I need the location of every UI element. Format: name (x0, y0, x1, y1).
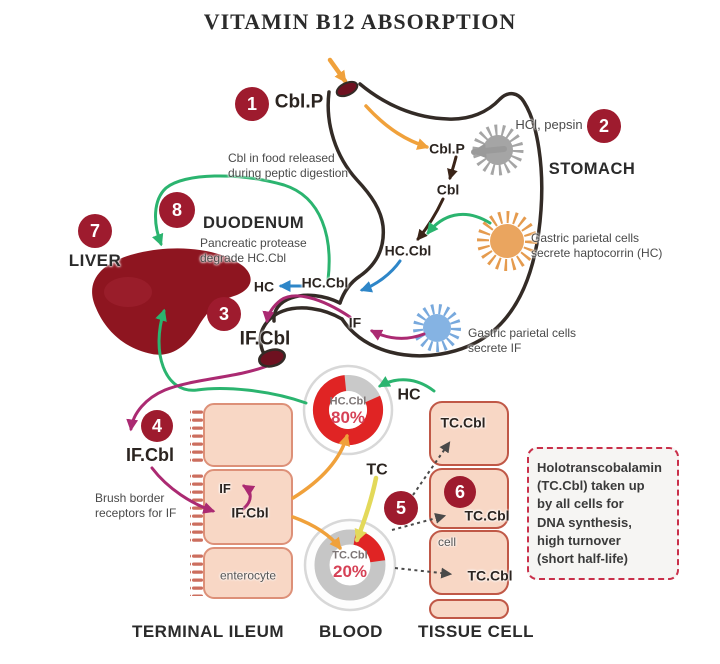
donut-hccbl-label: HC.Cbl (329, 395, 367, 408)
duodenum-hc-label: HC (253, 278, 275, 295)
cell-word-label: cell (438, 535, 457, 549)
blood-tc-label: TC (366, 461, 388, 479)
holotranscobalamin-infobox: Holotranscobalamin (TC.Cbl) taken up by … (527, 447, 679, 581)
gray-arrow-pepsin (471, 143, 507, 159)
duodenum-note: Pancreatic protease degrade HC.Cbl (200, 236, 307, 265)
tissue-tccbl-mid-label: TC.Cbl (464, 507, 510, 524)
gastric-cell-hc-icon (477, 211, 537, 271)
hc-cells-note: Gastric parietal cells secrete haptocorr… (531, 231, 663, 260)
page-title: VITAMIN B12 ABSORPTION (203, 8, 517, 34)
donut-tccbl-pct: 20% (332, 561, 368, 581)
tissue-tccbl-top-label: TC.Cbl (440, 414, 486, 431)
stomach-hccbl-label: HC.Cbl (384, 242, 432, 259)
duodenum-if-label: IF (348, 314, 362, 331)
step-2-label: HCl, pepsin (515, 116, 583, 132)
footer-tissue-cell: TISSUE CELL (417, 621, 535, 641)
blood-hc-label: HC (397, 386, 421, 404)
step-8-badge: 8 (159, 192, 195, 228)
yellow-arrow-tc (354, 475, 379, 543)
donut-hccbl-pct: 80% (330, 407, 366, 427)
ileum-ifcbl-label: IF.Cbl (231, 504, 269, 521)
gastric-cell-if-icon (413, 304, 461, 352)
ileum-if-label: IF (219, 481, 231, 497)
liver-shape (92, 248, 251, 355)
step-5-badge: 5 (384, 491, 418, 525)
step-6-badge: 6 (444, 476, 476, 508)
step-1-label: Cbl.P (274, 91, 324, 113)
brush-border-note: Brush border receptors for IF (95, 491, 177, 520)
duodenum-opening (258, 348, 286, 368)
step-3-label: IF.Cbl (239, 328, 291, 350)
step-4-badge: 4 (141, 410, 173, 442)
step-3-badge: 3 (207, 297, 241, 331)
liver-region-label: LIVER (68, 250, 122, 270)
orange-arrows (291, 57, 430, 550)
tissue-tccbl-bottom-label: TC.Cbl (467, 567, 513, 584)
donut-tccbl-label: TC.Cbl (332, 549, 368, 562)
stomach-cblp-label: Cbl.P (429, 140, 465, 157)
step-2-badge: 2 (587, 109, 621, 143)
step-1-badge: 1 (235, 87, 269, 121)
green-arrows (151, 174, 492, 405)
cardia-opening (335, 80, 359, 98)
step-4-label: IF.Cbl (126, 445, 174, 466)
stomach-region-label: STOMACH (548, 160, 636, 179)
magenta-arrows (126, 294, 426, 514)
duodenum-hccbl-label: HC.Cbl (301, 274, 349, 291)
brush-border (190, 406, 204, 596)
stomach-outline (258, 82, 544, 364)
enterocyte-label: enterocyte (219, 568, 277, 583)
ileum-cells (203, 403, 293, 599)
blue-arrows (278, 259, 402, 293)
footer-blood: BLOOD (319, 621, 383, 641)
duodenum-region-label: DUODENUM (203, 214, 305, 232)
brown-arrows (416, 155, 458, 241)
stomach-cbl-label: Cbl (436, 181, 460, 198)
if-cells-note: Gastric parietal cells secrete IF (468, 326, 577, 355)
step-7-badge: 7 (78, 214, 112, 248)
dashed-arrows (391, 441, 453, 579)
footer-terminal-ileum: TERMINAL ILEUM (131, 621, 285, 641)
donut-hccbl-80 (302, 364, 394, 456)
food-note: Cbl in food released during peptic diges… (228, 151, 349, 180)
